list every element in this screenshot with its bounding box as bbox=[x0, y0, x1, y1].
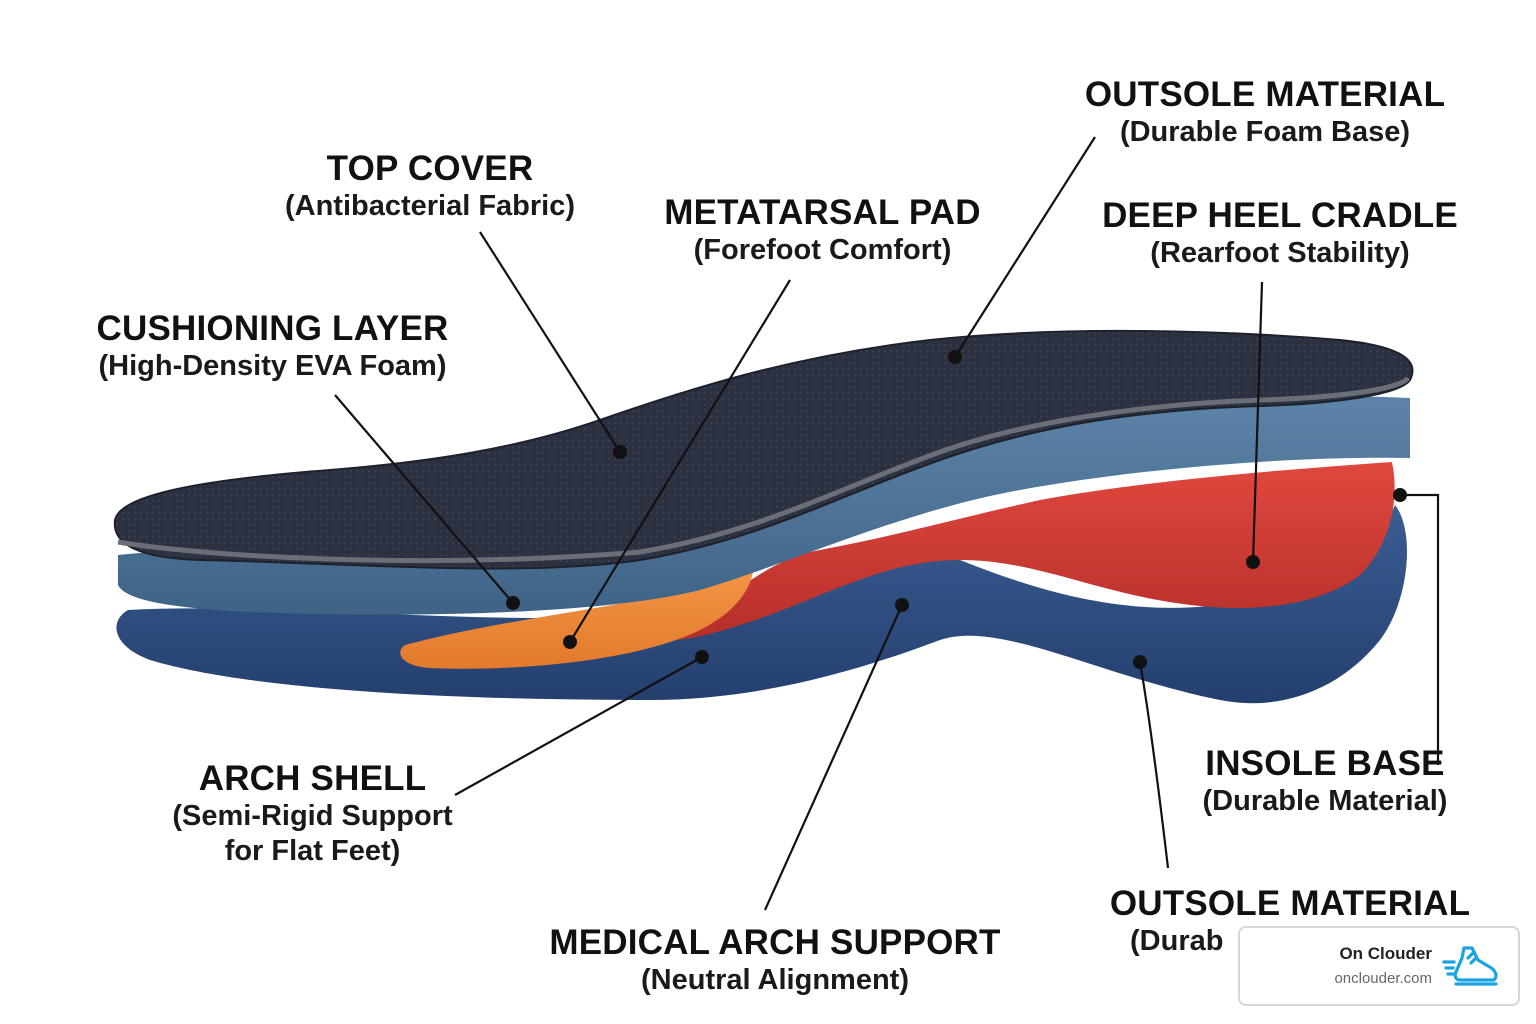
running-shoe-icon bbox=[1442, 946, 1498, 986]
arch-shell-sub-line2: for Flat Feet) bbox=[224, 834, 401, 867]
medical-arch-support-title: MEDICAL ARCH SUPPORT bbox=[549, 923, 1001, 962]
deep-heel-cradle-title: DEEP HEEL CRADLE bbox=[1102, 196, 1458, 235]
metatarsal-pad-layer bbox=[400, 550, 754, 669]
arch-shell-title: ARCH SHELL bbox=[198, 759, 427, 798]
arch-shell-sub-line1: (Semi-Rigid Support bbox=[172, 800, 453, 833]
insole-base-title: INSOLE BASE bbox=[1205, 744, 1445, 783]
outsole-material-top-sub: (Durable Foam Base) bbox=[1119, 116, 1411, 149]
metatarsal-pad-title: METATARSAL PAD bbox=[664, 193, 981, 232]
top-cover-title: TOP COVER bbox=[326, 149, 534, 188]
outsole-material-bottom-sub: (Durab bbox=[1130, 925, 1224, 958]
deep-heel-cradle-sub: (Rearfoot Stability) bbox=[1150, 237, 1410, 270]
label-cushioning-layer: CUSHIONING LAYER (High-Density EVA Foam) bbox=[60, 308, 485, 384]
leader-lines bbox=[334, 136, 1440, 911]
top-cover-layer bbox=[113, 329, 1414, 570]
label-metatarsal-pad: METATARSAL PAD (Forefoot Comfort) bbox=[650, 192, 995, 268]
brand-site: onclouder.com bbox=[1334, 970, 1432, 987]
outsole-material-top-title: OUTSOLE MATERIAL bbox=[1084, 75, 1446, 114]
cushioning-layer-title: CUSHIONING LAYER bbox=[96, 309, 449, 348]
label-arch-shell: ARCH SHELL (Semi-Rigid Support for Flat … bbox=[140, 758, 485, 868]
outsole-material-bottom-title: OUTSOLE MATERIAL bbox=[1109, 884, 1471, 923]
label-deep-heel-cradle: DEEP HEEL CRADLE (Rearfoot Stability) bbox=[1095, 195, 1465, 271]
metatarsal-pad-sub: (Forefoot Comfort) bbox=[693, 234, 952, 267]
heel-cradle-layer bbox=[660, 462, 1395, 641]
label-outsole-material-bottom: OUTSOLE MATERIAL (Durab bbox=[1100, 883, 1480, 959]
top-cover-edge bbox=[117, 376, 1411, 564]
cushioning-layer-sub: (High-Density EVA Foam) bbox=[98, 350, 447, 383]
label-medical-arch-support: MEDICAL ARCH SUPPORT (Neutral Alignment) bbox=[535, 922, 1015, 998]
label-top-cover: TOP COVER (Antibacterial Fabric) bbox=[250, 148, 610, 224]
top-cover-sub: (Antibacterial Fabric) bbox=[284, 190, 576, 223]
medical-arch-support-sub: (Neutral Alignment) bbox=[641, 964, 909, 997]
leader-dots bbox=[506, 350, 1407, 669]
brand-badge[interactable]: On Clouder onclouder.com bbox=[1238, 926, 1520, 1006]
label-outsole-material-top: OUTSOLE MATERIAL (Durable Foam Base) bbox=[1075, 74, 1455, 150]
brand-name: On Clouder bbox=[1339, 944, 1432, 963]
insole-base-sub: (Durable Material) bbox=[1202, 785, 1448, 818]
label-insole-base: INSOLE BASE (Durable Material) bbox=[1170, 743, 1480, 819]
